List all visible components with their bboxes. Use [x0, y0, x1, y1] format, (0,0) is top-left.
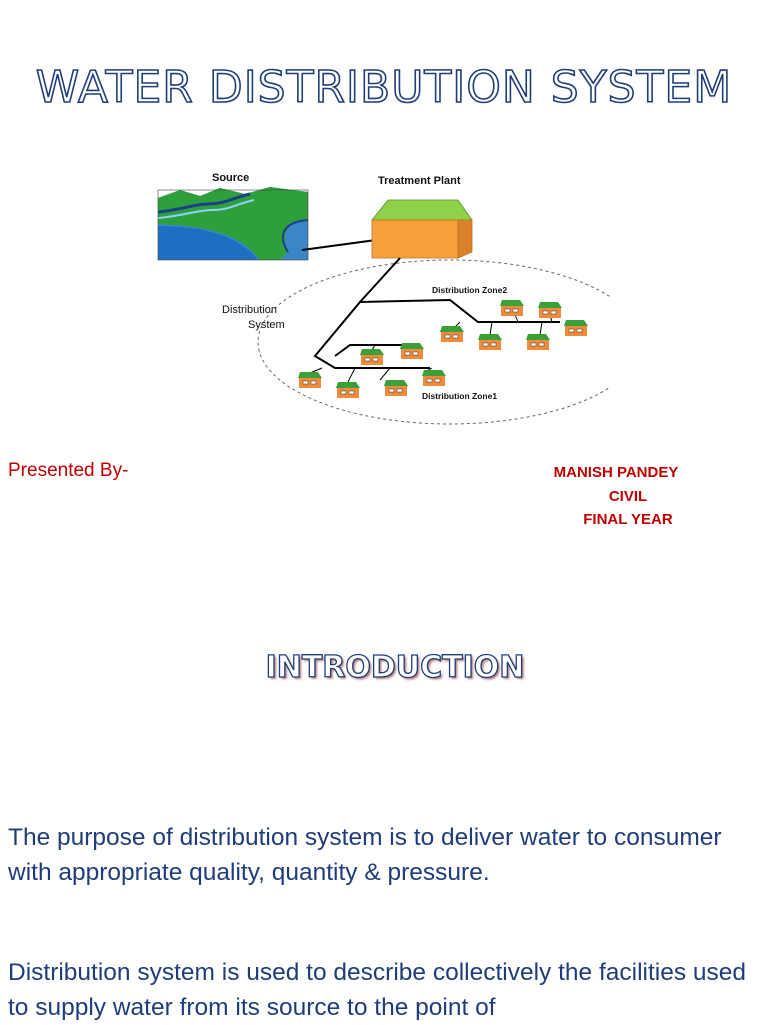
water-distribution-diagram: Source Treatment Plant — [157, 172, 610, 425]
houses — [298, 300, 588, 398]
treatment-plant-label: Treatment Plant — [378, 175, 461, 187]
distribution-pipes — [313, 257, 560, 369]
presented-by-label: Presented By- — [8, 460, 129, 481]
author-year: FINAL YEAR — [583, 511, 673, 528]
page-title: WATER DISTRIBUTION SYSTEM — [35, 61, 733, 114]
treatment-plant-illustration — [371, 199, 473, 259]
author-name: MANISH PANDEY — [553, 464, 679, 481]
source-landscape-illustration — [157, 187, 309, 261]
distribution-zone1-label: Distribution Zone1 — [422, 391, 497, 401]
section-heading: INTRODUCTION — [265, 649, 525, 685]
paragraph-description: Distribution system is used to describe … — [8, 959, 747, 1021]
source-label: Source — [212, 172, 249, 184]
distribution-system-label-line1: Distribution — [222, 304, 277, 316]
distribution-area-boundary — [257, 259, 610, 425]
author-block: MANISH PANDEY CIVIL FINAL YEAR — [520, 461, 712, 532]
distribution-system-label-line2: System — [248, 319, 285, 331]
author-branch: CIVIL — [608, 487, 648, 505]
intake-pipe — [301, 239, 377, 251]
paragraph-purpose: The purpose of distribution system is to… — [8, 824, 722, 886]
distribution-zone2-label: Distribution Zone2 — [432, 285, 507, 295]
